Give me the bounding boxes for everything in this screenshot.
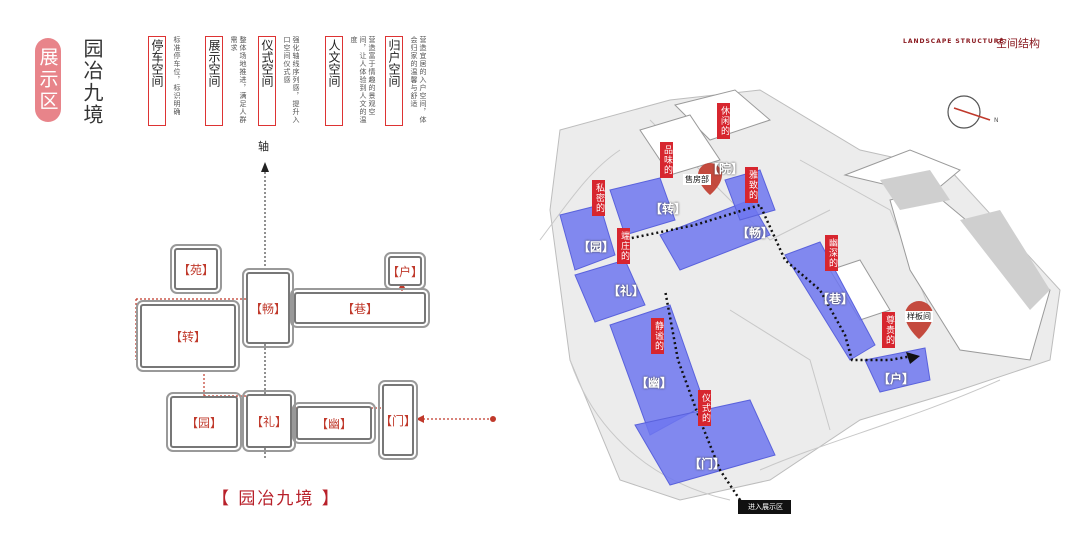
tag-yishi: 仪式的 (698, 390, 711, 426)
column-head: 人文空间 (325, 36, 343, 126)
zone-label: 展示区 (36, 47, 59, 113)
column-3: 人文空间 营造富于情趣的景观空间，让人体验到人文的温度 (325, 36, 376, 126)
column-4: 归户空间 营造宜居的入户空间，体会归家的温馨与舒适 (385, 36, 427, 126)
svg-text:N: N (994, 117, 999, 124)
axis-diagram-lines (135, 162, 496, 458)
site-name-yuan: 【园】 (578, 240, 615, 254)
node-label: 【门】 (380, 413, 417, 428)
site-name-li: 【礼】 (608, 284, 645, 298)
node-label: 【户】 (387, 264, 424, 279)
node-xiang: 【巷】 (290, 288, 430, 328)
zone-badge: 展示区 (35, 38, 61, 122)
column-desc: 标准停车位，标识明确 (173, 36, 181, 116)
node-li: 【礼】 (242, 390, 296, 452)
column-2: 仪式空间 强化轴线序列感，提升入口空间仪式感 (258, 36, 300, 126)
tag-duanzhuang: 端庄的 (617, 228, 630, 264)
site-name-yuan2: 【院】 (707, 162, 744, 176)
tag-simi: 私密的 (592, 180, 605, 216)
node-you: 【幽】 (292, 402, 376, 444)
site-name-chang: 【畅】 (737, 226, 774, 240)
node-label: 【转】 (169, 329, 206, 344)
node-label: 【园】 (185, 415, 222, 430)
column-head: 展示空间 (205, 36, 223, 126)
site-name-xiang: 【巷】 (817, 292, 854, 306)
column-head: 停车空间 (148, 36, 166, 126)
diagram-title: 【 园冶九境 】 (212, 489, 341, 509)
site-plan: N (539, 89, 1061, 508)
tag-yazhi: 雅致的 (745, 167, 758, 203)
shadows (880, 170, 1050, 310)
sales-office-label: 售房部 (683, 174, 711, 185)
node-label: 【畅】 (249, 301, 286, 316)
compass-icon: N (947, 95, 999, 129)
column-desc: 营造宜居的入户空间，体会归家的温馨与舒适 (410, 36, 427, 124)
site-name-you: 【幽】 (636, 376, 673, 390)
site-name-hu: 【户】 (878, 372, 915, 386)
tag-jingmi: 静谧的 (651, 318, 664, 354)
zone-title: 园冶九境 (80, 38, 104, 126)
column-head: 归户空间 (385, 36, 403, 126)
node-label: 【巷】 (341, 301, 378, 316)
axis-arrow-icon (261, 162, 269, 172)
column-1: 展示空间 整体场地推进，满足人群需求 (205, 36, 247, 126)
column-head: 仪式空间 (258, 36, 276, 126)
column-desc: 强化轴线序列感，提升入口空间仪式感 (283, 36, 300, 124)
path-arrow-icon (906, 352, 920, 364)
node-zhuan: 【转】 (136, 300, 240, 372)
node-yuan: 【园】 (166, 392, 242, 452)
node-label: 【礼】 (250, 414, 287, 429)
site-name-zhuan: 【转】 (650, 202, 687, 216)
node-label: 【苑】 (177, 262, 214, 277)
legend-cn: 空间结构 (996, 37, 1040, 50)
column-0: 停车空间 标准停车位，标识明确 (148, 36, 181, 126)
axis-label: 轴 (258, 140, 269, 153)
column-desc: 整体场地推进，满足人群需求 (230, 36, 247, 124)
column-desc: 营造富于情趣的景观空间，让人体验到人文的温度 (350, 36, 376, 124)
node-men: 【门】 (378, 380, 418, 460)
tag-pinwei: 品味的 (660, 142, 673, 178)
tag-youshen: 幽深的 (825, 235, 838, 271)
node-hu: 【户】 (384, 252, 426, 290)
node-chang: 【畅】 (242, 268, 294, 348)
legend-en: LANDSCAPE STRUCTURE (903, 38, 1005, 45)
walk-path (621, 203, 913, 501)
zones (559, 169, 931, 486)
model-room-label: 样板间 (905, 311, 933, 322)
tag-zungui: 尊贵的 (882, 312, 895, 348)
entry-label: 进入展示区 (738, 500, 791, 514)
tag-xiuxian: 休闲的 (717, 103, 730, 139)
site-name-men: 【门】 (689, 457, 726, 471)
node-yuan-top: 【苑】 (170, 244, 222, 294)
node-label: 【幽】 (315, 416, 352, 431)
